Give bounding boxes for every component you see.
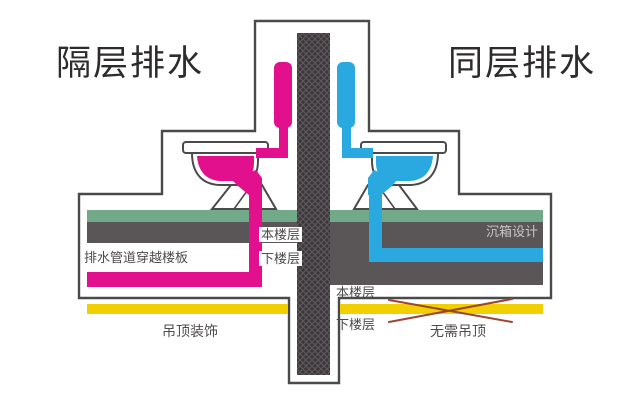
left-drain-pipe-vertical: [249, 180, 262, 287]
right-toilet-cistern: [337, 62, 355, 128]
left-flush-pipe-elbow: [256, 148, 288, 158]
sunken-box-label: 沉箱设计: [486, 224, 539, 239]
right-this-floor-label: 本楼层: [336, 285, 376, 300]
ceiling-decor-label: 吊顶装饰: [162, 323, 218, 339]
right-section-title: 同层排水: [448, 44, 597, 83]
left-floor-slab-layer: [87, 222, 297, 243]
right-drain-pipe-vertical: [369, 180, 382, 262]
left-drain-pipe: [87, 62, 292, 287]
left-lower-floor-label: 下楼层: [259, 251, 303, 266]
building-outline: [77, 19, 553, 385]
left-this-floor-label: 本楼层: [259, 227, 303, 242]
right-floor-finish-layer: [330, 210, 543, 222]
no-ceiling-label: 无需吊顶: [430, 323, 486, 339]
right-bowl-outlet: [368, 170, 397, 195]
drain-stack-column: [297, 33, 330, 375]
right-drain-pipe: [337, 62, 543, 262]
right-toilet-lid: [360, 141, 447, 154]
no-ceiling-cross-mark: [388, 298, 513, 323]
left-suspended-ceiling-band: [87, 304, 288, 314]
left-bowl-outlet: [232, 170, 262, 195]
left-pipe-note-label: 排水管道穿越楼板: [84, 250, 189, 265]
right-flush-pipe-elbow: [342, 148, 373, 158]
left-floor-finish-layer: [87, 210, 297, 222]
left-flush-pipe: [279, 126, 288, 152]
left-bowl-water: [197, 156, 254, 181]
left-drain-pipe-horizontal: [87, 272, 262, 287]
right-flush-pipe: [342, 126, 351, 152]
right-lower-floor-label: 下楼层: [336, 317, 376, 332]
left-toilet-lid: [182, 141, 269, 154]
left-toilet-cistern: [274, 62, 292, 128]
left-section-title: 隔层排水: [56, 44, 205, 83]
right-drain-pipe-horizontal: [369, 248, 543, 262]
right-bowl-water: [376, 156, 433, 181]
